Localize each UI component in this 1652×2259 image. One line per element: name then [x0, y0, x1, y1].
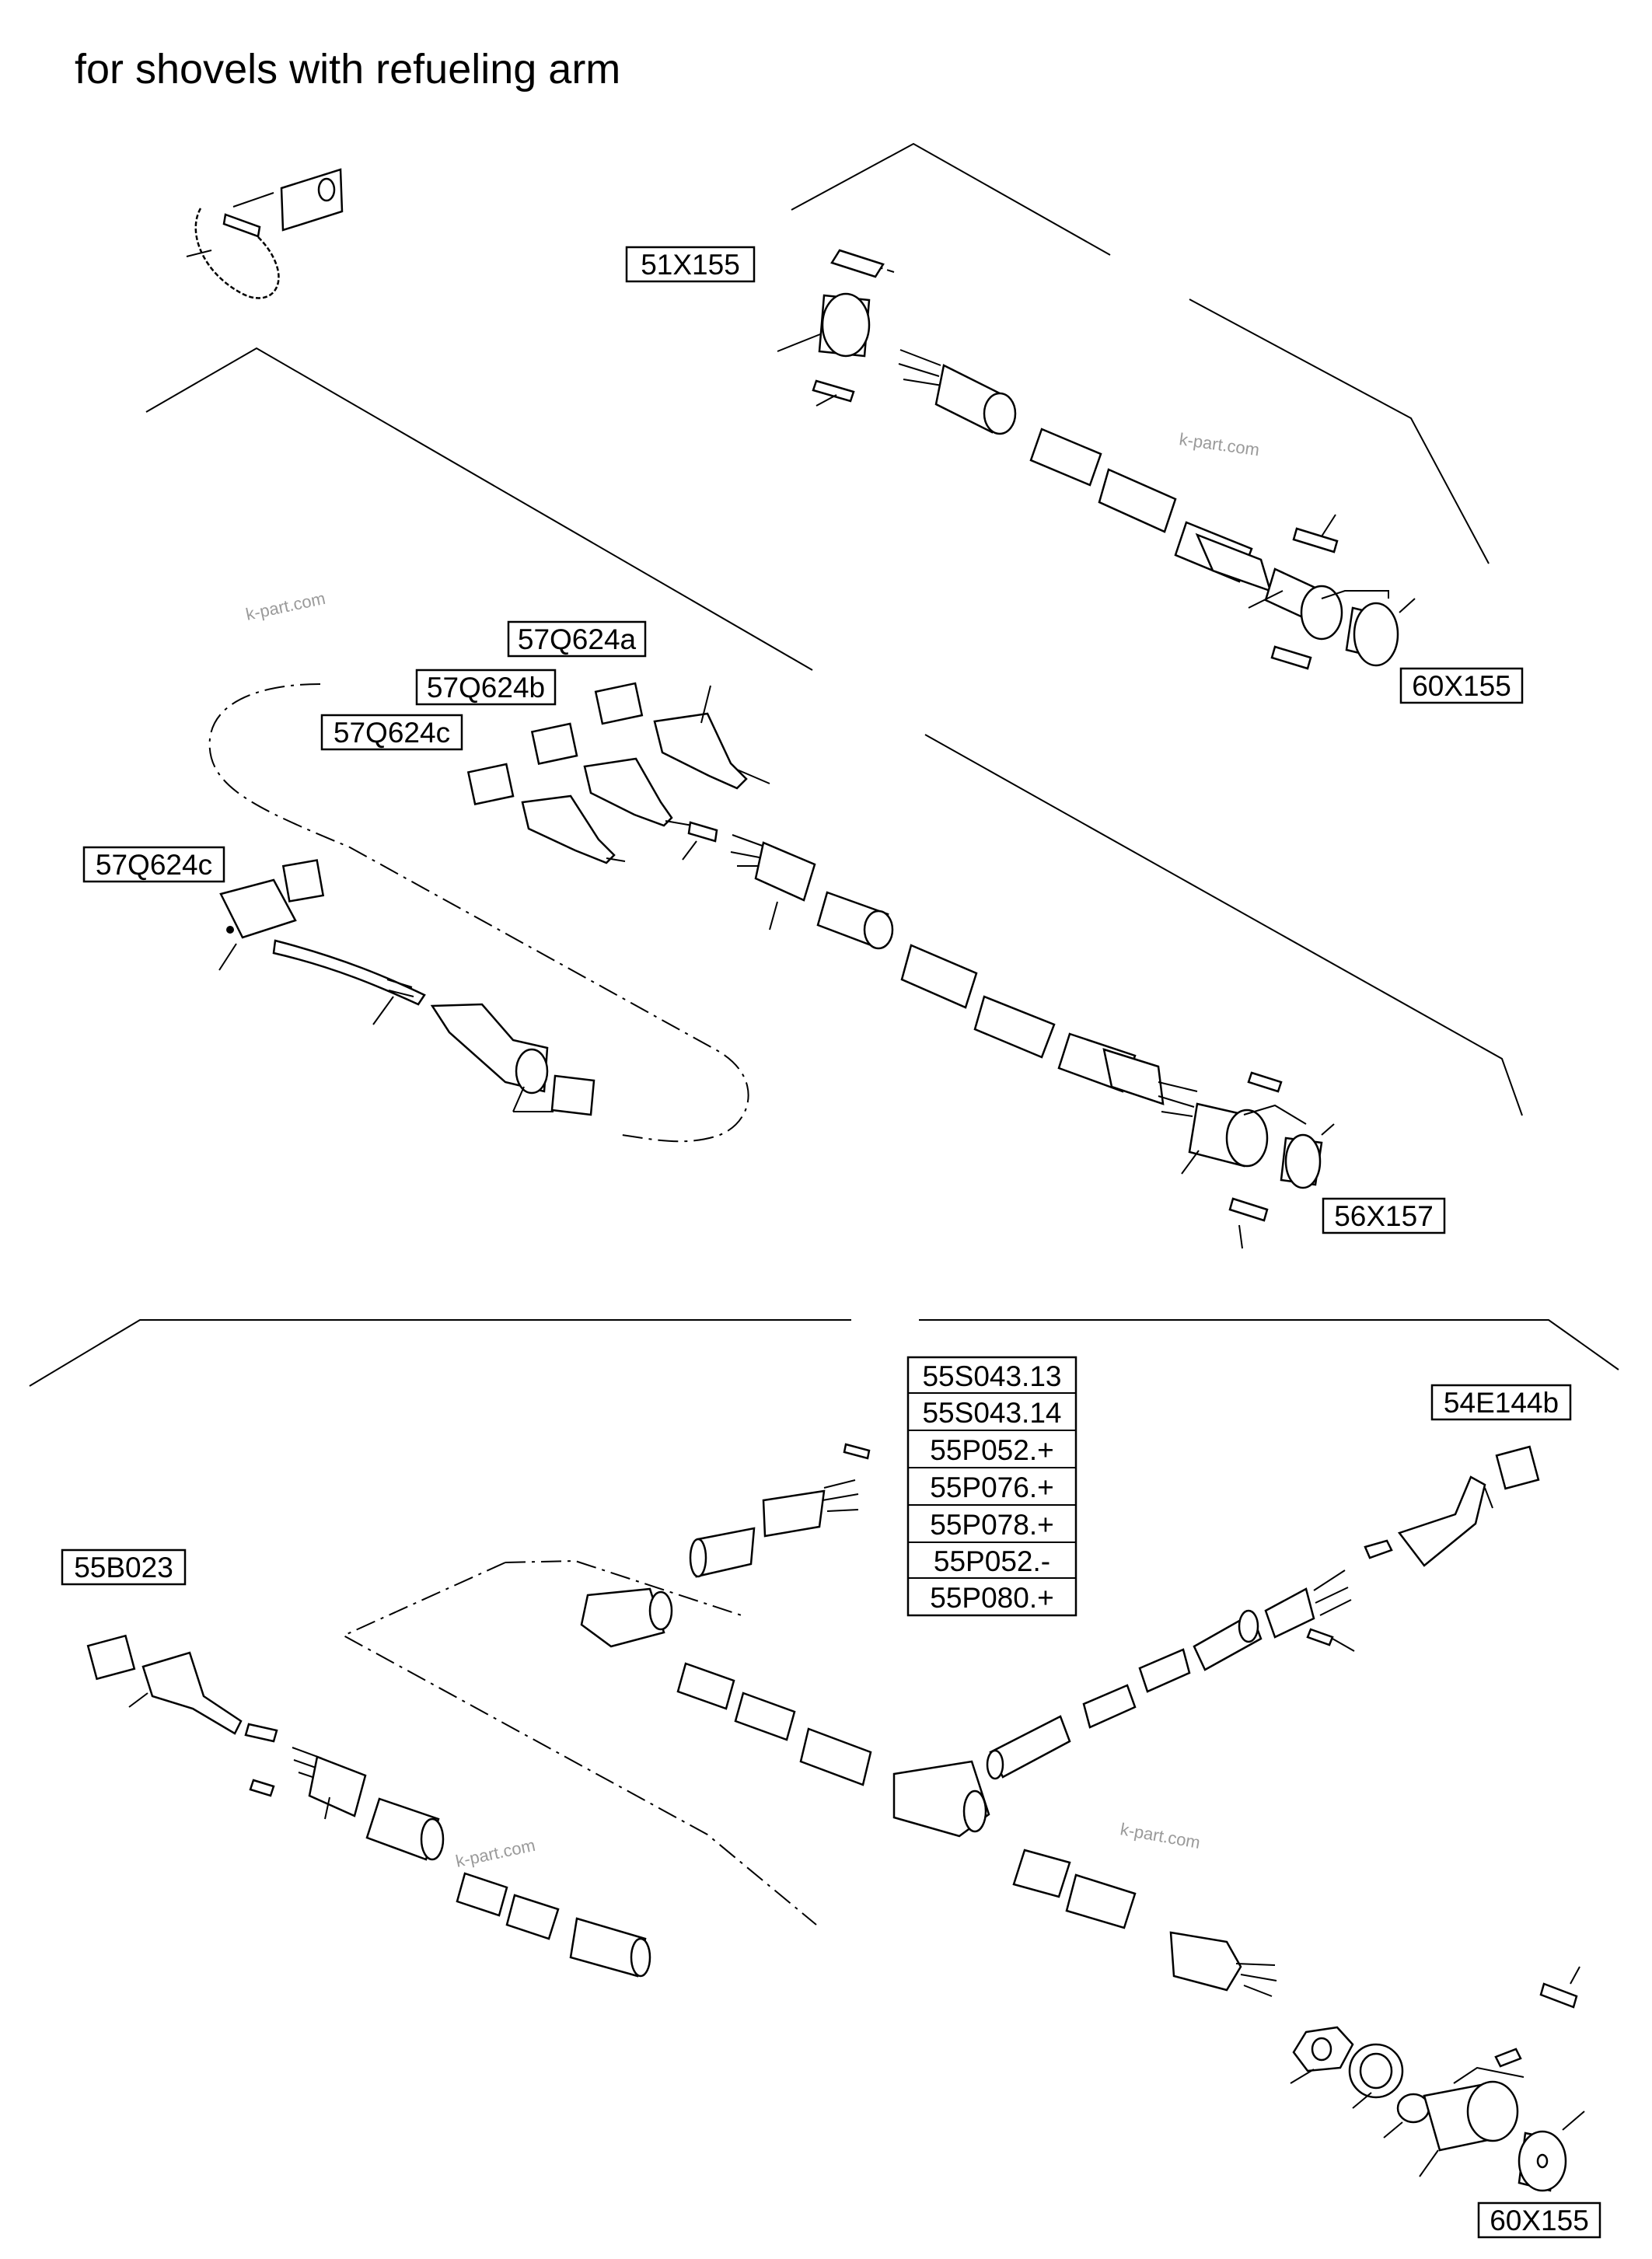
label-60x155-top-text: 60X155: [1412, 670, 1511, 702]
section-outline-top-right: [791, 142, 1490, 564]
label-stack-item: 55P078.+: [930, 1509, 1053, 1541]
label-56x157-text: 56X157: [1334, 1200, 1434, 1232]
label-55b023-text: 55B023: [74, 1552, 173, 1583]
watermark-3: k-part.com: [1119, 1819, 1202, 1852]
label-57q624b-text: 57Q624b: [427, 672, 545, 704]
label-57q624c-top: 57Q624c: [320, 714, 463, 751]
harness-bottom-assembly: [341, 1443, 1585, 2192]
connector-assembly-51x155: [777, 249, 1416, 670]
harness-57q624c: [208, 683, 749, 1143]
label-57q624a-text: 57Q624a: [518, 623, 637, 655]
label-60x155-top: 60X155: [1399, 667, 1524, 704]
label-57q624b: 57Q624b: [415, 669, 557, 706]
watermark-4: k-part.com: [454, 1835, 537, 1871]
watermark-2: k-part.com: [244, 588, 327, 624]
label-60x155-bottom-text: 60X155: [1490, 2205, 1589, 2236]
label-stack-item: 55S043.14: [922, 1397, 1061, 1429]
label-stack-item: 55P076.+: [930, 1472, 1053, 1503]
page-title: for shovels with refueling arm: [75, 46, 621, 93]
label-stack-item: 55P052.-: [934, 1545, 1050, 1577]
label-57q624c-text: 57Q624c: [96, 849, 212, 881]
label-60x155-bottom: 60X155: [1477, 2201, 1601, 2239]
connector-55b023: [86, 1634, 651, 1978]
section-outline-middle: [145, 347, 1523, 1116]
label-stack-item: 55S043.13: [922, 1360, 1061, 1392]
label-51x155-text: 51X155: [641, 249, 740, 281]
label-56x157: 56X157: [1322, 1197, 1446, 1234]
label-stack-item: 55P080.+: [930, 1582, 1053, 1614]
label-57q624c: 57Q624c: [82, 846, 225, 883]
label-54e144b: 54E144b: [1430, 1384, 1572, 1421]
section-outline-bottom: [29, 1319, 1619, 1387]
label-stack-55: 55S043.13 55S043.14 55P052.+ 55P076.+ 55…: [906, 1356, 1077, 1617]
label-57q624c-top-text: 57Q624c: [334, 717, 450, 749]
watermark-1: k-part.com: [1178, 429, 1260, 459]
cable-tie-icon: [186, 168, 344, 299]
label-51x155: 51X155: [625, 246, 756, 283]
plug-group-57q624: [466, 682, 1335, 1249]
label-55b023: 55B023: [61, 1548, 187, 1586]
label-stack-item: 55P052.+: [930, 1434, 1053, 1466]
label-54e144b-text: 54E144b: [1444, 1387, 1559, 1419]
label-57q624a: 57Q624a: [507, 620, 647, 658]
